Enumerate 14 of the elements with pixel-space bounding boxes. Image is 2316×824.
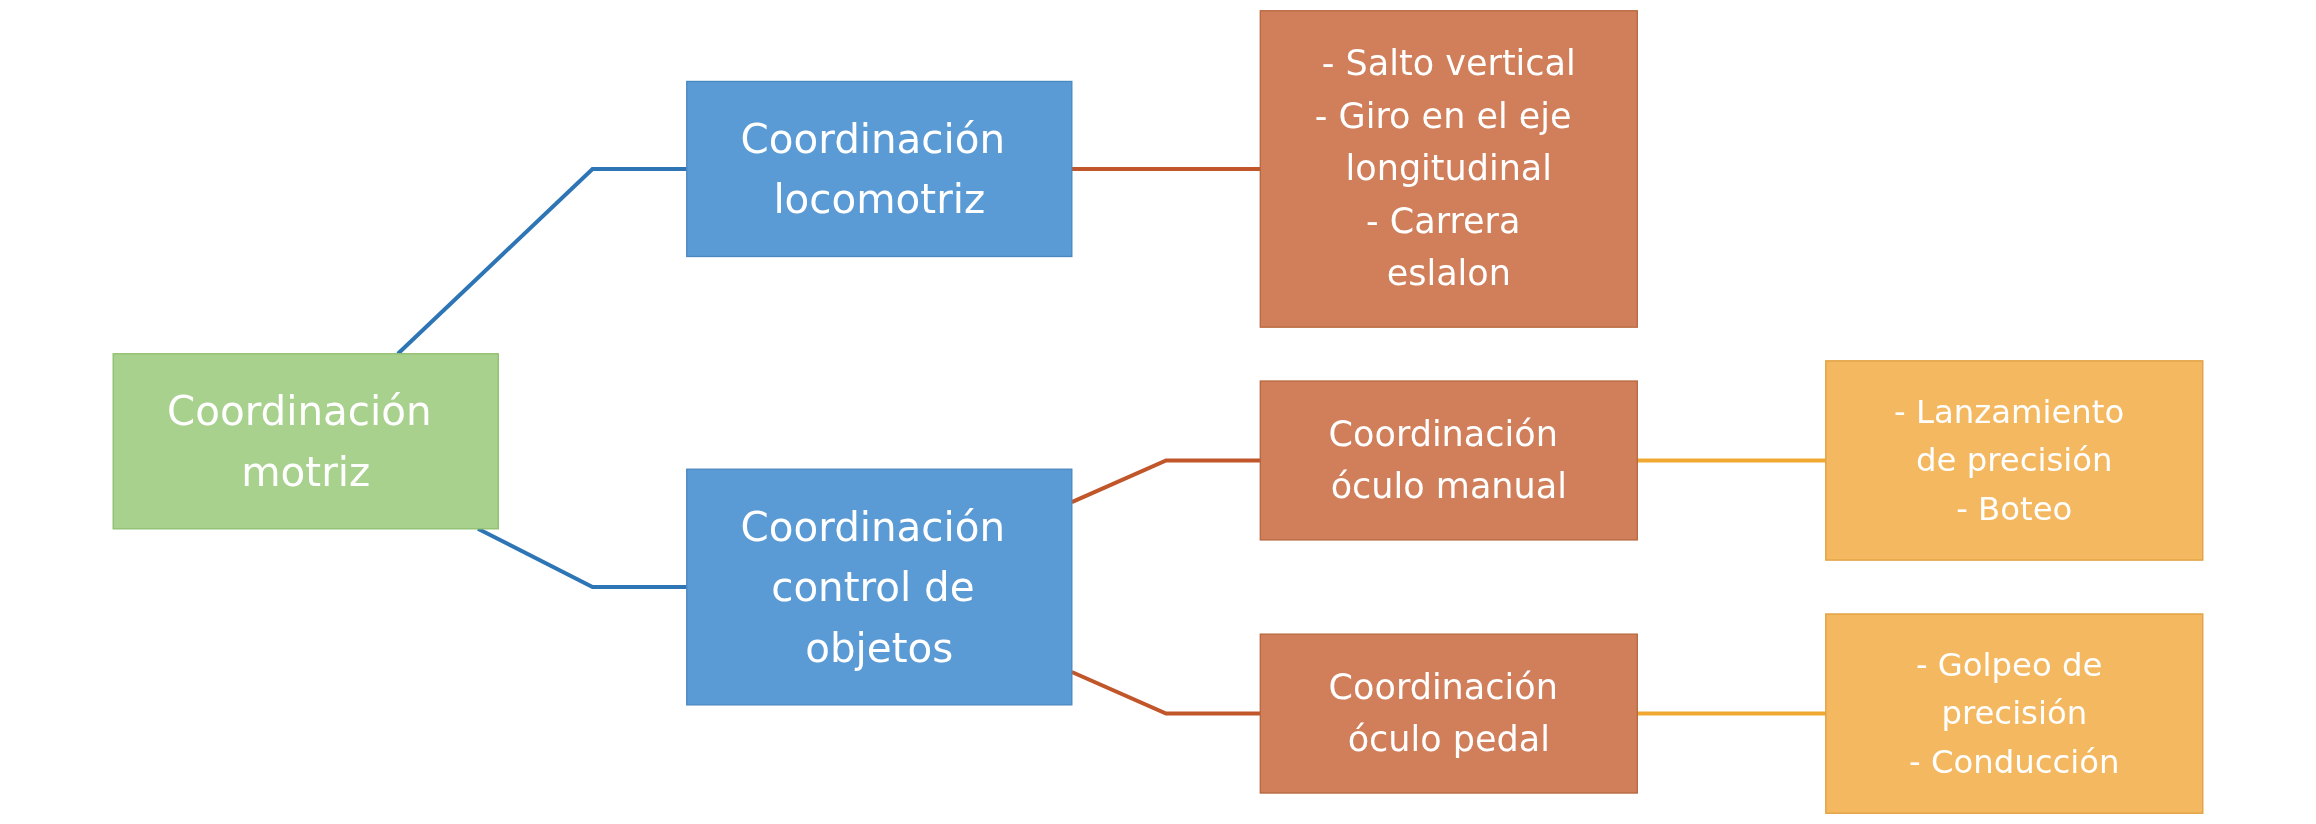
connector [1637,458,1826,463]
node-box: - Salto vertical - Giro en el eje longitudinal - Carrera eslalon [1259,10,1638,328]
node-box: Coordinación óculo pedal [1259,633,1638,794]
node-box: - Golpeo de precisión - Conducción [1825,613,2204,814]
connector [1071,458,1261,504]
connector [1071,166,1261,171]
node-box: Coordinación locomotriz [686,80,1073,258]
node-box: Coordinación control de objetos [686,468,1073,706]
node-box: - Lanzamiento de precisión - Boteo [1825,360,2204,561]
connector [1071,670,1261,716]
node-box: Coordinación óculo manual [1259,380,1638,541]
connector [1637,711,1826,716]
node-box: Coordinación motriz [112,353,499,530]
connector [477,527,687,590]
